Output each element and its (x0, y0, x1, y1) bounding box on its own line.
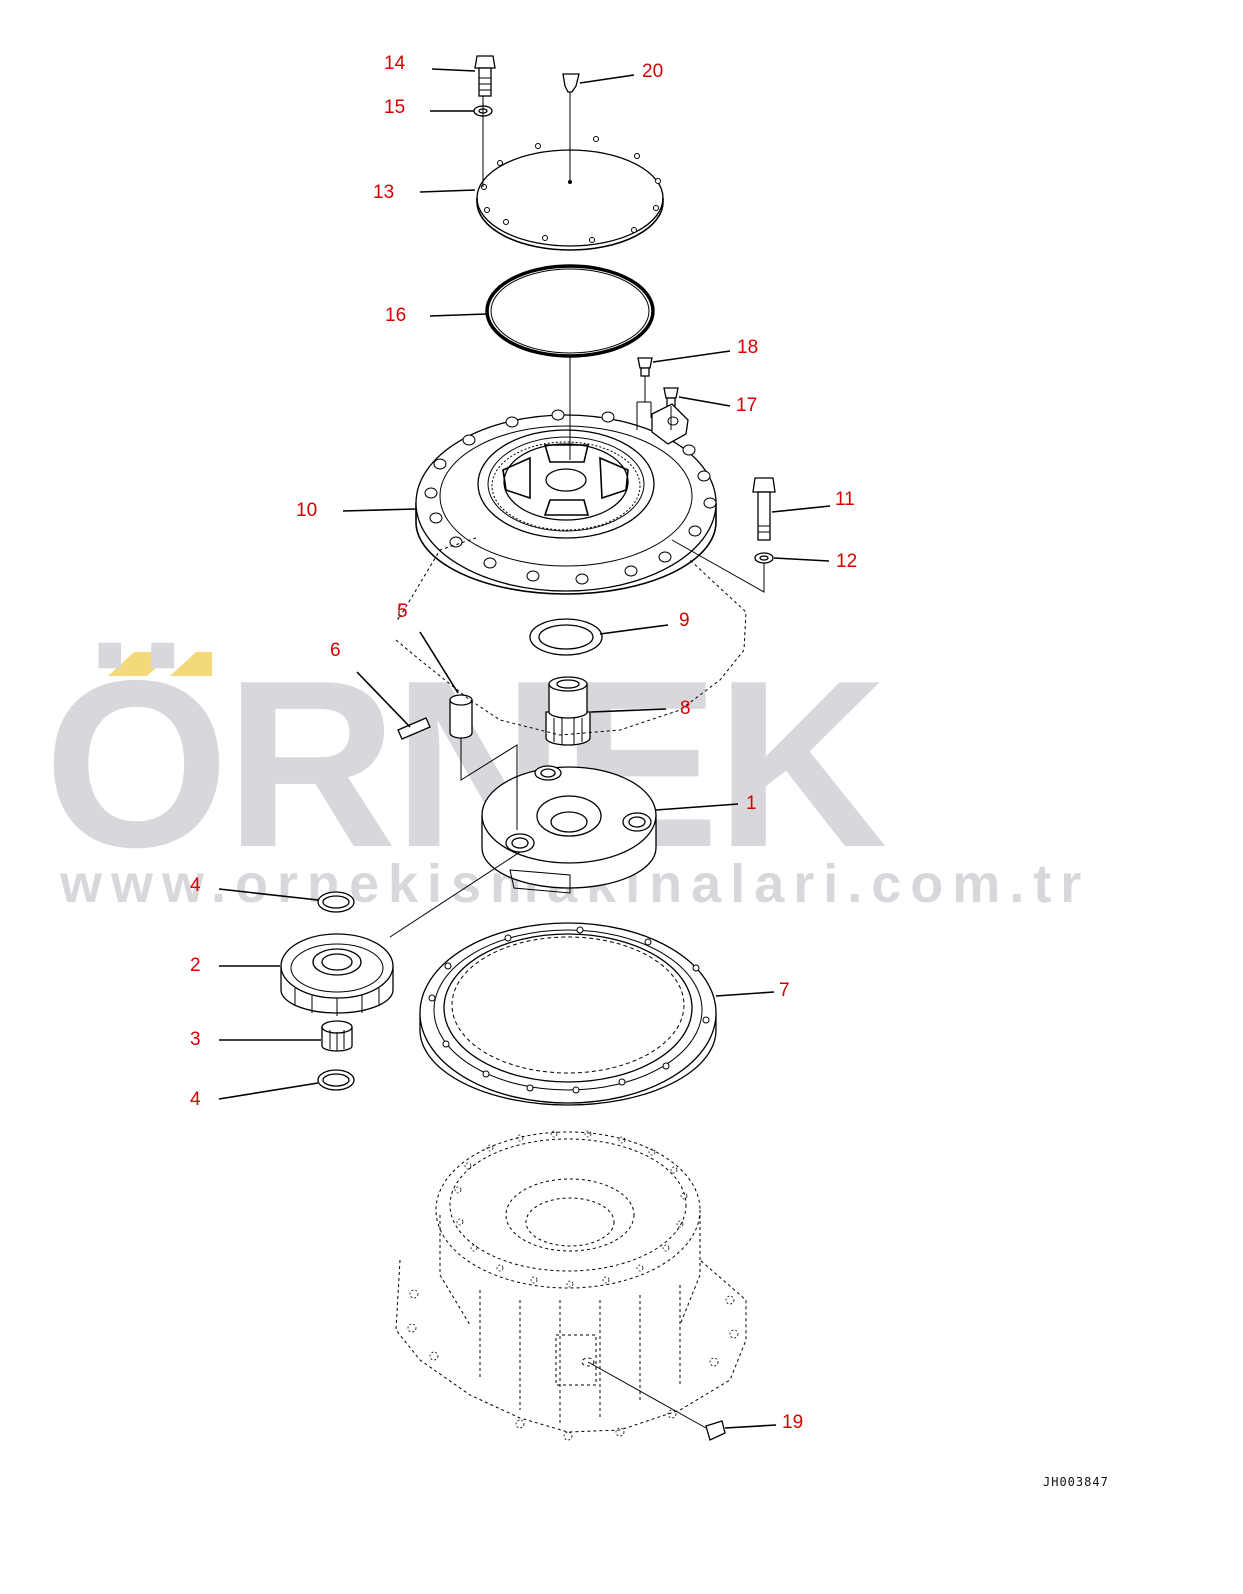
leader-lines (218, 68, 831, 1429)
part-6-roll-pin (397, 717, 431, 740)
watermark-accent-right (170, 652, 212, 676)
callout-1: 1 (746, 793, 757, 814)
part-18-breather (637, 357, 653, 377)
part-13-cover-plate (476, 136, 664, 251)
part-8-sun-gear (545, 676, 591, 746)
callout-15: 15 (384, 97, 405, 118)
watermark-accent-left (108, 652, 173, 676)
part-4-thrust-washer-upper (317, 891, 355, 913)
swing-machinery-case (395, 537, 747, 1441)
part-16-o-ring (485, 264, 655, 358)
watermark: ÖRNEK www.ornekismakinalari.com.tr (44, 632, 1081, 914)
part-19-drain-plug (705, 1420, 726, 1441)
part-5-shaft (449, 694, 473, 739)
callout-13: 13 (373, 182, 394, 203)
callout-9: 9 (679, 610, 690, 631)
callout-4-lower: 4 (190, 1089, 201, 1110)
callout-labels: 14 15 20 13 16 18 17 10 11 12 5 9 6 8 1 … (190, 53, 857, 1433)
watermark-brand: ÖRNEK (44, 632, 886, 897)
callout-17: 17 (736, 395, 757, 416)
callout-2: 2 (190, 955, 201, 976)
callout-10: 10 (296, 500, 317, 521)
part-10-housing (415, 403, 717, 595)
part-20-plug (562, 73, 580, 93)
callout-8: 8 (680, 698, 691, 719)
part-7-ring-gear (419, 922, 717, 1106)
callout-12: 12 (836, 551, 857, 572)
callout-16: 16 (385, 305, 406, 326)
part-14-bolt (474, 55, 496, 97)
callout-6: 6 (330, 640, 341, 661)
part-12-washer (754, 552, 774, 564)
callout-3: 3 (190, 1029, 201, 1050)
callout-20: 20 (642, 61, 663, 82)
callout-14: 14 (384, 53, 406, 74)
part-17-plug (663, 387, 679, 407)
callout-18: 18 (737, 337, 758, 358)
drawing-code: JH003847 (1043, 1475, 1109, 1489)
callout-5: 5 (397, 601, 408, 622)
part-2-planet-gear (280, 933, 394, 1016)
callout-7: 7 (779, 980, 790, 1001)
callout-4-upper: 4 (190, 875, 201, 896)
callout-11: 11 (835, 489, 855, 510)
part-1-carrier (481, 765, 657, 894)
part-9-thrust-ring (529, 618, 603, 656)
callout-19: 19 (782, 1412, 803, 1433)
part-3-needle-bearing (321, 1020, 353, 1052)
part-4-thrust-washer-lower (317, 1069, 355, 1091)
part-11-bolt (752, 477, 776, 541)
